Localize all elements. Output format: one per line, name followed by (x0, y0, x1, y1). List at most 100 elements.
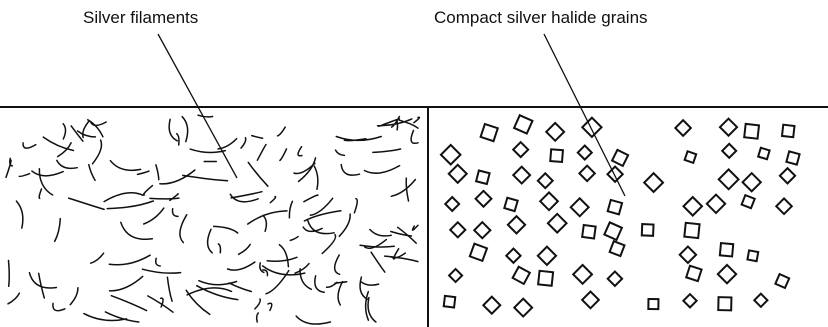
grain (720, 119, 737, 136)
filament (231, 192, 262, 198)
filament (385, 256, 418, 262)
grain (648, 299, 658, 309)
filament (263, 266, 305, 275)
grain (786, 151, 799, 164)
filament (298, 147, 302, 156)
grains-panel (441, 115, 800, 316)
filament (198, 115, 213, 117)
filament (156, 258, 160, 266)
filament (229, 283, 251, 292)
grain (683, 197, 702, 216)
grain (449, 269, 462, 282)
grain (506, 249, 520, 263)
filament (248, 211, 287, 224)
grain (470, 244, 487, 261)
filament (55, 219, 61, 242)
filament (93, 140, 102, 164)
filament (63, 124, 65, 139)
filament (279, 245, 288, 267)
grain (683, 294, 696, 307)
filaments-panel (6, 115, 419, 324)
filament (190, 149, 225, 152)
filament (111, 296, 146, 311)
filament (172, 209, 178, 217)
filament (260, 263, 264, 273)
filament (239, 244, 251, 254)
grain (743, 173, 761, 191)
grain (476, 191, 492, 207)
filament (267, 257, 297, 261)
grain (445, 197, 459, 211)
grain (754, 294, 767, 307)
filament (29, 273, 56, 288)
filament (69, 198, 104, 209)
filament (104, 193, 143, 202)
grain (579, 166, 594, 181)
filament (214, 226, 238, 233)
filament (354, 199, 357, 213)
grain (719, 169, 739, 189)
filament (300, 269, 311, 290)
grain (720, 243, 733, 256)
filament (336, 150, 345, 155)
filament (411, 130, 418, 143)
leader-line-grains (544, 34, 625, 196)
grain (538, 247, 556, 265)
filament (180, 215, 187, 243)
filament (296, 316, 330, 324)
grain (550, 149, 563, 162)
filament (280, 149, 287, 161)
grain (514, 115, 532, 133)
filament (183, 175, 228, 180)
grain (776, 198, 792, 214)
grain (686, 266, 701, 281)
filament (144, 208, 164, 224)
grain (644, 173, 663, 192)
grain (685, 151, 697, 163)
filament (121, 222, 153, 239)
grain (675, 120, 691, 136)
grain (707, 195, 725, 213)
filament (335, 255, 340, 274)
filament (315, 276, 324, 292)
filament (255, 299, 260, 309)
grain (582, 118, 601, 137)
filament (341, 165, 359, 176)
filament (361, 282, 379, 285)
filament (70, 288, 78, 305)
grain (481, 124, 498, 141)
grain (444, 296, 456, 308)
filament (314, 166, 318, 189)
filament (19, 174, 29, 177)
filament (6, 160, 11, 177)
filament (78, 131, 96, 137)
filament (109, 255, 150, 265)
filament (241, 138, 246, 148)
grain (548, 214, 567, 233)
filament (336, 137, 381, 141)
grain (775, 274, 789, 288)
filament (142, 269, 180, 273)
filament (84, 314, 127, 321)
grain (504, 198, 517, 211)
grain (508, 216, 525, 233)
filament (338, 282, 342, 305)
grain (747, 250, 758, 261)
filament (32, 171, 63, 176)
filament (43, 137, 73, 150)
grain (449, 165, 467, 183)
filament (248, 162, 268, 186)
grain (610, 241, 625, 256)
filament (167, 277, 172, 301)
filament (391, 180, 415, 197)
filament (263, 215, 266, 231)
grain (540, 192, 558, 210)
grain (450, 222, 465, 237)
grain (476, 170, 490, 184)
filament (16, 201, 22, 228)
filament (110, 161, 140, 171)
filament (169, 119, 177, 140)
grain (514, 299, 532, 317)
